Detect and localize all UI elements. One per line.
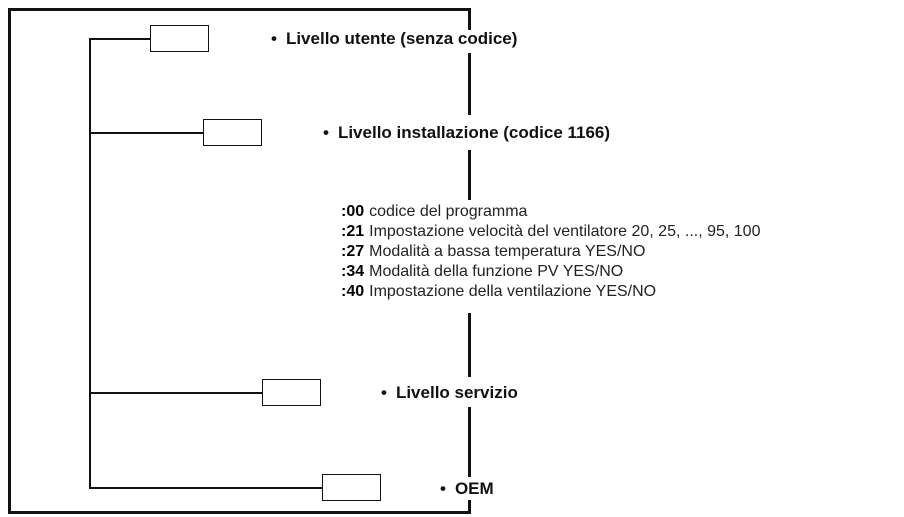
parameter-code: :21: [341, 223, 365, 240]
level-label-text: Livello servizio: [395, 383, 518, 402]
bullet: •: [271, 29, 277, 48]
frame-bottom: [8, 511, 471, 514]
tree-trunk: [89, 38, 91, 488]
frame-right-segment: [468, 500, 471, 514]
frame-left: [8, 8, 11, 514]
parameter-code: :00: [341, 203, 365, 220]
level-oem-label: • OEM: [440, 479, 494, 499]
parameter-text: Impostazione velocità del ventilatore 20…: [369, 223, 761, 240]
bullet: •: [381, 383, 387, 402]
parameter-text: Impostazione della ventilazione YES/NO: [369, 283, 657, 300]
level-box-oem: [322, 474, 381, 501]
level-box-user: [150, 25, 209, 52]
branch-line: [89, 132, 204, 134]
level-label-text: Livello installazione (codice 1166): [337, 123, 611, 142]
parameter-text: codice del programma: [369, 203, 528, 220]
level-label-text: OEM: [454, 479, 494, 498]
frame-right-segment: [468, 313, 471, 377]
frame-right-segment: [468, 407, 471, 477]
branch-line: [89, 392, 263, 394]
bullet: •: [440, 479, 446, 498]
level-user-label: • Livello utente (senza codice): [271, 29, 517, 49]
frame-right-segment: [468, 150, 471, 200]
frame-right-segment: [468, 53, 471, 115]
frame-top: [8, 8, 471, 11]
parameter-text: Modalità a bassa temperatura YES/NO: [369, 243, 646, 260]
branch-line: [89, 38, 151, 40]
level-service-label: • Livello servizio: [381, 383, 518, 403]
level-box-installation: [203, 119, 262, 146]
level-box-service: [262, 379, 321, 406]
level-label-text: Livello utente (senza codice): [285, 29, 518, 48]
bullet: •: [323, 123, 329, 142]
branch-line: [89, 487, 323, 489]
level-installation-label: • Livello installazione (codice 1166): [323, 123, 610, 143]
parameter-code: :34: [341, 263, 365, 280]
parameter-text: Modalità della funzione PV YES/NO: [369, 263, 624, 280]
frame-right-segment: [468, 8, 471, 30]
parameter-code: :40: [341, 283, 365, 300]
parameter-code: :27: [341, 243, 365, 260]
